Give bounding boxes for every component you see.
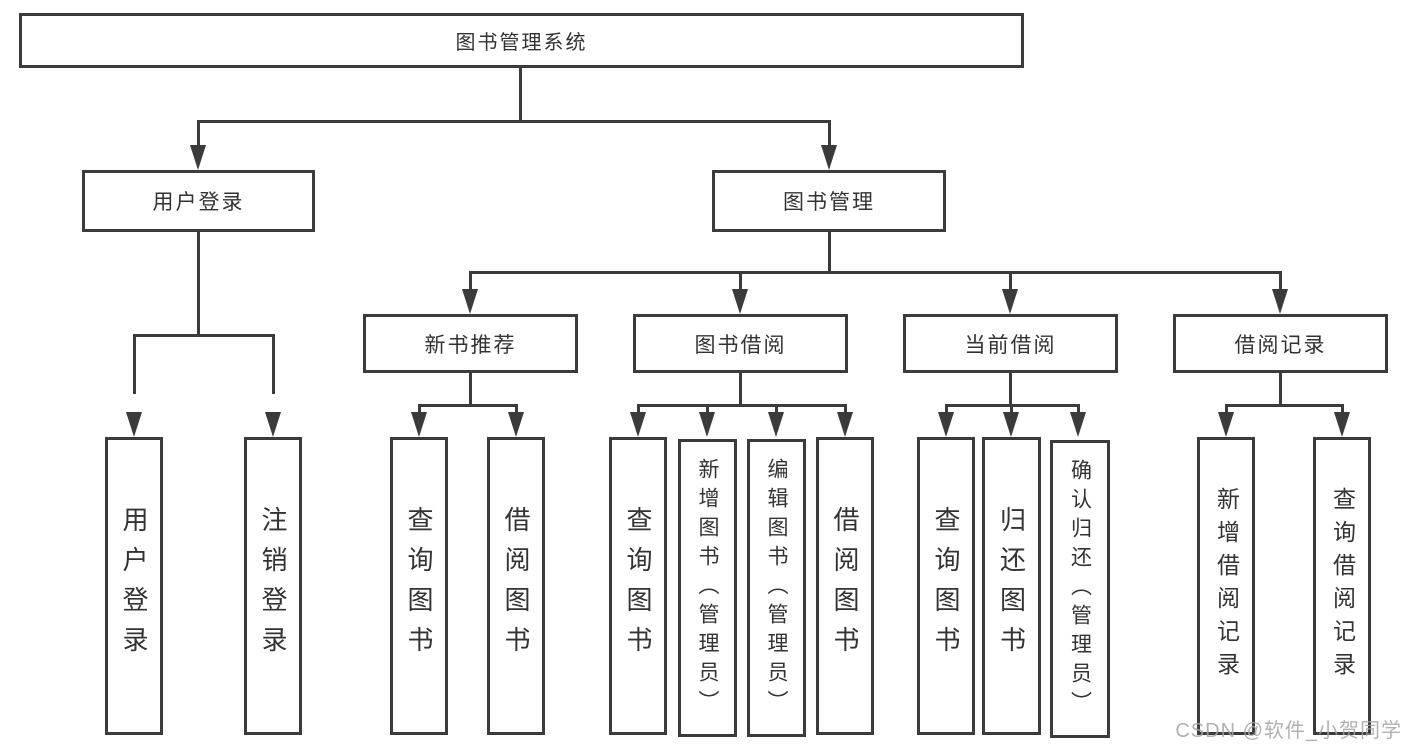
node-book-borrowing-label: 图书借阅 — [694, 333, 787, 357]
edge-root-drop-left — [197, 120, 200, 150]
edge-borrowing-bar — [637, 404, 846, 407]
arrowhead-down-icon — [265, 412, 281, 437]
leaf-edit-books-admin-label: 编辑图书（管理员） — [765, 457, 788, 719]
leaf-edit-books-admin: 编辑图书（管理员） — [747, 439, 806, 737]
edge-borrowing-drop3 — [775, 404, 778, 416]
leaf-user-login-label: 用户登录 — [119, 506, 149, 666]
edge-bookmgmt-drop4 — [1279, 271, 1282, 291]
arrowhead-down-icon — [1003, 412, 1019, 437]
edge-recommend-drop2 — [515, 404, 518, 416]
edge-borrowing-drop4 — [844, 404, 847, 416]
leaf-add-books-admin-label: 新增图书（管理员） — [696, 457, 719, 719]
edge-userlogin-stem — [197, 232, 200, 336]
edge-userlogin-drop1 — [133, 334, 136, 394]
leaf-query-borrow-record-label: 查询借阅记录 — [1329, 487, 1356, 685]
edge-recommend-drop1 — [418, 404, 421, 416]
arrowhead-down-icon — [508, 412, 524, 437]
arrowhead-down-icon — [768, 412, 784, 437]
edge-borrowing-drop1 — [637, 404, 640, 416]
edge-bookmgmt-stem — [828, 232, 831, 274]
node-root: 图书管理系统 — [19, 13, 1024, 68]
edge-current-stem — [1009, 373, 1012, 406]
leaf-query-books-recommend-label: 查询图书 — [404, 506, 434, 666]
edge-bookmgmt-drop2 — [739, 271, 742, 291]
leaf-return-books-label: 归还图书 — [996, 506, 1027, 666]
node-current-borrowing-label: 当前借阅 — [964, 333, 1057, 357]
arrowhead-down-icon — [699, 412, 715, 437]
leaf-borrow-books-recommend-label: 借阅图书 — [501, 506, 531, 666]
leaf-add-borrow-record-label: 新增借阅记录 — [1213, 487, 1240, 685]
leaf-add-books-admin: 新增图书（管理员） — [678, 439, 737, 737]
edge-records-bar — [1225, 404, 1343, 407]
leaf-query-books-current-label: 查询图书 — [931, 506, 961, 666]
arrowhead-down-icon — [1070, 412, 1086, 437]
edge-current-drop1 — [945, 404, 948, 416]
arrowhead-down-icon — [630, 412, 646, 437]
edge-records-stem — [1279, 373, 1282, 406]
arrowhead-down-icon — [1002, 289, 1018, 314]
arrowhead-down-icon — [411, 412, 427, 437]
leaf-query-books-recommend: 查询图书 — [390, 437, 448, 735]
edge-bookmgmt-drop3 — [1009, 271, 1012, 291]
node-user-login-label: 用户登录 — [152, 191, 245, 214]
edge-root-drop-right — [828, 120, 831, 150]
node-new-book-recommendation: 新书推荐 — [363, 314, 578, 373]
leaf-confirm-return-admin: 确认归还（管理员） — [1050, 440, 1110, 738]
leaf-query-books-current: 查询图书 — [917, 437, 975, 735]
leaf-logout: 注销登录 — [244, 437, 302, 735]
node-current-borrowing: 当前借阅 — [903, 314, 1118, 373]
leaf-confirm-return-admin-label: 确认归还（管理员） — [1068, 458, 1092, 720]
arrowhead-down-icon — [1272, 289, 1288, 314]
edge-bookmgmt-drop1 — [469, 271, 472, 291]
leaf-query-borrow-record: 查询借阅记录 — [1313, 437, 1371, 735]
arrowhead-down-icon — [837, 412, 853, 437]
edge-userlogin-drop2 — [272, 334, 275, 394]
edge-borrowing-stem — [739, 373, 742, 406]
edge-recommend-stem — [469, 373, 472, 406]
edge-current-drop2 — [1010, 404, 1013, 416]
node-new-book-recommendation-label: 新书推荐 — [424, 333, 517, 357]
arrowhead-down-icon — [462, 289, 478, 314]
node-borrowing-records: 借阅记录 — [1173, 314, 1388, 373]
arrowhead-down-icon — [190, 145, 206, 170]
edge-root-stem — [519, 68, 522, 122]
leaf-logout-label: 注销登录 — [258, 506, 288, 666]
node-book-management-label: 图书管理 — [783, 191, 875, 214]
leaf-borrow-books-borrowing-label: 借阅图书 — [830, 506, 860, 666]
arrowhead-down-icon — [821, 145, 837, 170]
edge-records-drop2 — [1341, 404, 1344, 416]
edge-bookmgmt-bar — [469, 271, 1281, 274]
leaf-borrow-books-borrowing: 借阅图书 — [816, 437, 874, 735]
edge-records-drop1 — [1225, 404, 1228, 416]
edge-recommend-bar — [418, 404, 518, 407]
leaf-query-books-borrowing: 查询图书 — [609, 437, 667, 735]
leaf-user-login: 用户登录 — [105, 437, 163, 735]
arrowhead-down-icon — [938, 412, 954, 437]
arrowhead-down-icon — [1334, 412, 1350, 437]
edge-current-drop3 — [1077, 404, 1080, 416]
node-user-login: 用户登录 — [82, 170, 315, 232]
edge-root-bar — [197, 120, 831, 123]
arrowhead-down-icon — [126, 412, 142, 437]
csdn-watermark: CSDN @软件_小贺同学 — [1175, 720, 1402, 742]
arrowhead-down-icon — [1218, 412, 1234, 437]
edge-userlogin-bar — [133, 334, 274, 337]
node-book-borrowing: 图书借阅 — [633, 314, 848, 373]
leaf-add-borrow-record: 新增借阅记录 — [1197, 437, 1255, 735]
node-borrowing-records-label: 借阅记录 — [1234, 333, 1327, 357]
arrowhead-down-icon — [732, 289, 748, 314]
leaf-return-books: 归还图书 — [982, 437, 1041, 735]
leaf-query-books-borrowing-label: 查询图书 — [623, 506, 653, 666]
node-root-label: 图书管理系统 — [455, 32, 588, 54]
node-book-management: 图书管理 — [712, 170, 946, 232]
leaf-borrow-books-recommend: 借阅图书 — [487, 437, 545, 735]
edge-borrowing-drop2 — [706, 404, 709, 416]
